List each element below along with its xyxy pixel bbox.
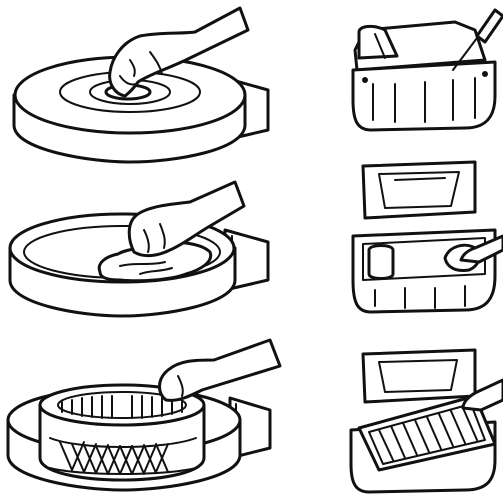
rect-air-cleaner-filter-icon — [345, 340, 503, 495]
round-air-cleaner-filter-icon — [0, 330, 290, 495]
round-air-cleaner-cloth-icon — [0, 170, 290, 330]
rect-air-cleaner-cloth-icon — [345, 150, 503, 330]
round-air-cleaner-hand-icon — [0, 0, 290, 170]
rect-air-cleaner-screwdriver-icon — [345, 0, 503, 140]
